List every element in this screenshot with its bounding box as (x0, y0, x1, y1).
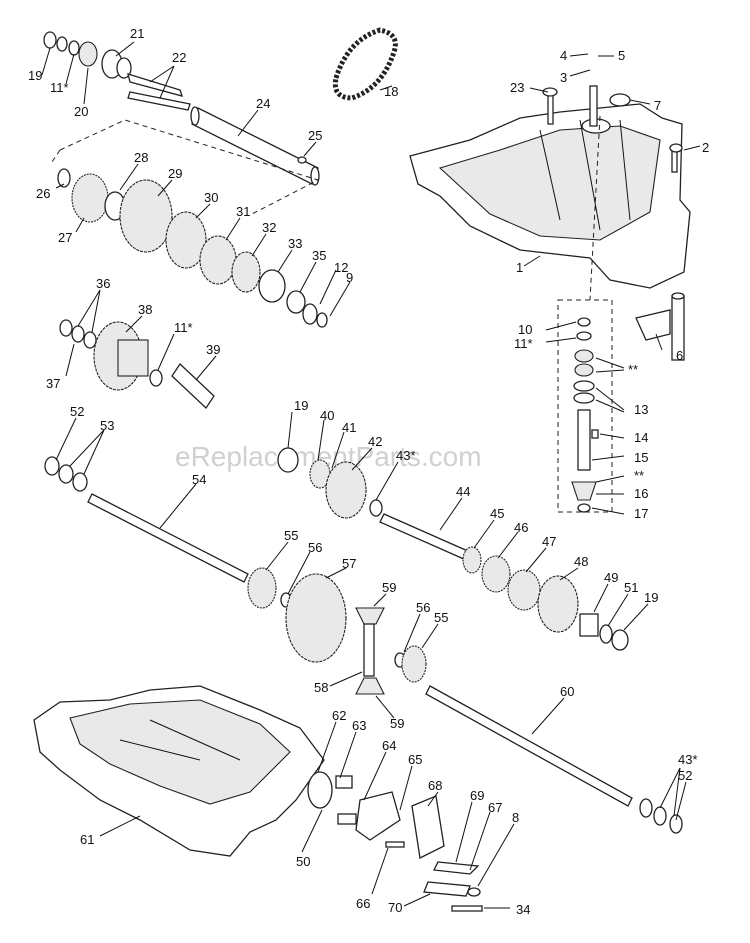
part-label-14: 14 (634, 430, 648, 445)
part-label-64: 64 (382, 738, 396, 753)
part-label-58: 58 (314, 680, 328, 695)
cluster-gear-group (59, 319, 215, 410)
part-label-24: 24 (256, 96, 270, 111)
part-label-6: 6 (676, 348, 683, 363)
part-label-63: 63 (352, 718, 366, 733)
part-label-27: 27 (58, 230, 72, 245)
upper-housing (409, 85, 691, 289)
part-label-56b: 56 (416, 600, 430, 615)
part-label-11c: 11* (514, 336, 533, 351)
part-label-55b: 55 (434, 610, 448, 625)
part-label-13: 13 (634, 402, 648, 417)
part-label-59b: 59 (390, 716, 404, 731)
part-label-66: 66 (356, 896, 370, 911)
part-label-22: 22 (172, 50, 186, 65)
part-label-51: 51 (624, 580, 638, 595)
part-label-38: 38 (138, 302, 152, 317)
part-label-19a: 19 (28, 68, 42, 83)
part-label-50: 50 (296, 854, 310, 869)
part-label-17: 17 (634, 506, 648, 521)
part-label-35: 35 (312, 248, 326, 263)
part-label-ss1: ** (628, 362, 638, 377)
part-label-68: 68 (428, 778, 442, 793)
part-label-40: 40 (320, 408, 334, 423)
part-label-31: 31 (236, 204, 250, 219)
part-label-28: 28 (134, 150, 148, 165)
part-label-59a: 59 (382, 580, 396, 595)
part-label-29: 29 (168, 166, 182, 181)
part-label-8: 8 (512, 810, 519, 825)
part-label-20: 20 (74, 104, 88, 119)
part-label-1: 1 (516, 260, 523, 275)
part-label-52b: 52 (678, 768, 692, 783)
part-label-43b: 43* (678, 752, 698, 767)
part-label-4: 4 (560, 48, 567, 63)
upper-gear-row (57, 168, 328, 328)
part-label-12: 12 (334, 260, 348, 275)
part-label-44: 44 (456, 484, 470, 499)
part-label-60: 60 (560, 684, 574, 699)
part-label-69: 69 (470, 788, 484, 803)
part-label-10: 10 (518, 322, 532, 337)
part-label-56a: 56 (308, 540, 322, 555)
middle-shafts (44, 447, 629, 663)
part-label-2: 2 (702, 140, 709, 155)
leader-lines (41, 41, 701, 909)
part-label-49: 49 (604, 570, 618, 585)
part-label-7: 7 (654, 98, 661, 113)
part-label-61: 61 (80, 832, 94, 847)
part-label-65: 65 (408, 752, 422, 767)
drive-chain (332, 27, 398, 101)
part-label-52a: 52 (70, 404, 84, 419)
part-label-16: 16 (634, 486, 648, 501)
vertical-shaft-detail-box (557, 115, 613, 513)
part-label-54: 54 (192, 472, 206, 487)
part-label-33: 33 (288, 236, 302, 251)
part-label-62: 62 (332, 708, 346, 723)
lower-housing (33, 685, 325, 857)
part-label-42: 42 (368, 434, 382, 449)
part-label-57: 57 (342, 556, 356, 571)
part-label-48: 48 (574, 554, 588, 569)
part-label-46: 46 (514, 520, 528, 535)
part-label-67: 67 (488, 800, 502, 815)
part-label-11a: 11* (50, 80, 69, 95)
part-label-26: 26 (36, 186, 50, 201)
part-label-18: 18 (384, 84, 398, 99)
part-label-45: 45 (490, 506, 504, 521)
part-label-11b: 11* (174, 320, 193, 335)
part-label-36: 36 (96, 276, 110, 291)
part-label-32: 32 (262, 220, 276, 235)
part-label-53: 53 (100, 418, 114, 433)
part-label-70: 70 (388, 900, 402, 915)
part-label-23: 23 (510, 80, 524, 95)
part-label-3: 3 (560, 70, 567, 85)
part-label-19b: 19 (294, 398, 308, 413)
part-label-41: 41 (342, 420, 356, 435)
part-label-25: 25 (308, 128, 322, 143)
part-label-15: 15 (634, 450, 648, 465)
part-label-21: 21 (130, 26, 144, 41)
top-left-shaft-group (43, 31, 320, 216)
differential-group (355, 607, 683, 834)
part-label-ss2: ** (634, 468, 644, 483)
shift-lever-assembly (635, 292, 685, 361)
part-label-37: 37 (46, 376, 60, 391)
part-label-47: 47 (542, 534, 556, 549)
part-label-43a: 43* (396, 448, 416, 463)
part-label-9: 9 (346, 270, 353, 285)
part-label-39: 39 (206, 342, 220, 357)
part-label-30: 30 (204, 190, 218, 205)
part-label-19c: 19 (644, 590, 658, 605)
part-label-55a: 55 (284, 528, 298, 543)
brake-assembly (307, 771, 483, 912)
part-label-5: 5 (618, 48, 625, 63)
part-label-34: 34 (516, 902, 530, 917)
